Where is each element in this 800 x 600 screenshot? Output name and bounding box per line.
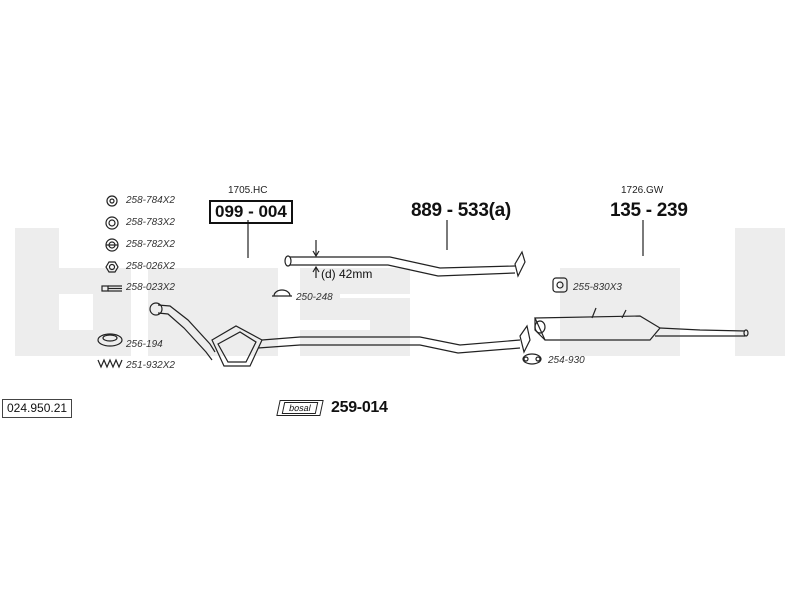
front-oem-number: 1705.HC — [228, 185, 268, 196]
lock-nut-icon — [105, 238, 119, 252]
mounting-kit-part-number: 259-014 — [331, 399, 388, 416]
part-code-256-194: 256-194 — [126, 339, 163, 350]
spring-washer-icon — [105, 216, 119, 230]
rear-part-number: 135 - 239 — [610, 200, 688, 221]
part-code-258-783: 258-783X2 — [126, 217, 175, 228]
part-code-250-248: 250-248 — [296, 292, 333, 303]
front-part-number: 099 - 004 — [209, 200, 293, 224]
hanger-icon — [552, 277, 568, 293]
clamp-icon — [272, 289, 292, 297]
reference-number: 024.950.21 — [2, 399, 73, 418]
spring-icon — [97, 358, 123, 369]
gasket-ring-icon — [97, 333, 123, 347]
middle-pipe — [284, 250, 526, 278]
rear-oem-number: 1726.GW — [621, 185, 664, 196]
diameter-arrow — [312, 240, 320, 278]
part-code-255-830: 255-830X3 — [573, 282, 622, 293]
middle-part-number: 889 - 533(a) — [411, 200, 511, 221]
part-code-251-932: 251-932X2 — [126, 360, 175, 371]
rubber-mount-icon — [522, 353, 542, 365]
washer-icon — [106, 195, 118, 207]
front-pipe-catalyst — [149, 302, 531, 367]
part-code-254-930: 254-930 — [548, 355, 585, 366]
diameter-label: (d) 42mm — [321, 267, 373, 281]
part-code-258-782: 258-782X2 — [126, 239, 175, 250]
bolt-icon — [101, 285, 122, 292]
part-code-258-784: 258-784X2 — [126, 195, 175, 206]
mounting-kit-logo: bosal — [281, 402, 319, 414]
rear-silencer — [534, 307, 749, 341]
mounting-kit-box: bosal — [276, 400, 324, 416]
part-code-258-023: 258-023X2 — [126, 282, 175, 293]
hex-nut-icon — [105, 261, 119, 273]
part-code-258-026: 258-026X2 — [126, 261, 175, 272]
